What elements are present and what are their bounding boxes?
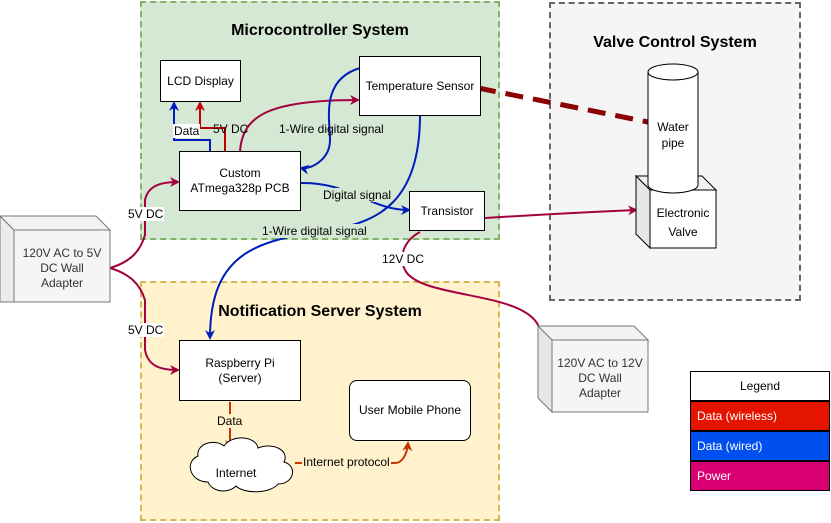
- adapter5-label-line3: Adapter: [40, 276, 84, 290]
- electronic-valve-label-line1: Electronic: [656, 206, 710, 220]
- edge-label-lcd-power: 5V DC: [213, 122, 249, 136]
- pcb-label-line1: Custom: [219, 166, 261, 180]
- adapter5-label-line1: 120V AC to 5V: [22, 246, 102, 260]
- edge-label-5v-bottom: 5V DC: [127, 323, 165, 337]
- valve-control-system-group: Valve Control System: [549, 2, 801, 301]
- water-pipe-label-line2: pipe: [661, 136, 685, 150]
- adapter12-label-line2: DC Wall: [578, 371, 622, 385]
- valve-control-system-title: Valve Control System: [593, 34, 757, 51]
- temperature-sensor-node: Temperature Sensor: [359, 56, 481, 116]
- adapter5-box-shape: [0, 215, 112, 303]
- lcd-display-node: LCD Display: [160, 60, 241, 102]
- internet-label: Internet: [215, 466, 257, 480]
- water-pipe-node: Water pipe: [648, 119, 698, 151]
- temperature-sensor-label: Temperature Sensor: [365, 78, 475, 93]
- legend-item-wired-label: Data (wired): [697, 439, 763, 453]
- electronic-valve-label-line2: Valve: [668, 225, 698, 239]
- water-pipe-label-line1: Water: [657, 120, 689, 134]
- edge-label-lcd-data: Data: [173, 124, 201, 138]
- power-line-pcb-to-lcd: [195, 101, 226, 152]
- pcb-label-line2: ATmega328p PCB: [190, 181, 290, 195]
- water-pipe-shape: [647, 63, 699, 194]
- data-line-pcb-to-lcd: [169, 101, 211, 152]
- raspberry-pi-node: Raspberry Pi (Server): [179, 340, 301, 401]
- user-mobile-phone-node: User Mobile Phone: [349, 380, 471, 441]
- lcd-display-label: LCD Display: [167, 73, 234, 88]
- adapter5-label-line2: DC Wall: [40, 261, 84, 275]
- data-line-internet-to-phone: [295, 441, 413, 464]
- data-line-sensor-to-pcb: [299, 67, 361, 175]
- internet-cloud-shape: [189, 437, 293, 493]
- edge-label-internet-protocol: Internet protocol: [302, 455, 391, 469]
- power-line-transistor-to-valve: [484, 205, 638, 219]
- legend-item-wireless-label: Data (wireless): [697, 409, 778, 423]
- transistor-node: Transistor: [409, 191, 485, 231]
- user-mobile-phone-label: User Mobile Phone: [358, 403, 462, 417]
- edge-label-digital-signal: Digital signal: [322, 188, 393, 202]
- adapter12-box-shape: [536, 324, 650, 414]
- edge-label-5v-top: 5V DC: [127, 207, 165, 221]
- internet-node: Internet: [196, 466, 276, 480]
- edge-label-12v: 12V DC: [381, 252, 426, 266]
- sensor-to-pipe-link: [477, 85, 649, 125]
- power-line-adapter-to-pi: [109, 267, 180, 375]
- legend-title: Legend: [690, 371, 830, 401]
- power-line-adapter12-to-transistor: [401, 231, 541, 331]
- legend-item-wireless: Data (wireless): [690, 401, 830, 431]
- power-line-adapter-to-pcb: [109, 177, 180, 269]
- adapter12-label-line3: Adapter: [578, 386, 622, 400]
- edge-label-onewire-top: 1-Wire digital signal: [279, 122, 384, 136]
- raspberry-pi-label-line2: (Server): [218, 370, 262, 385]
- pcb-node: Custom ATmega328p PCB: [179, 151, 301, 211]
- transistor-label: Transistor: [420, 203, 474, 218]
- edge-label-onewire-bottom: 1-Wire digital signal: [261, 224, 368, 238]
- legend-item-power-label: Power: [697, 469, 732, 483]
- legend-title-label: Legend: [739, 379, 781, 393]
- adapter5-node: 120V AC to 5V DC Wall Adapter: [14, 246, 110, 291]
- microcontroller-system-title: Microcontroller System: [231, 22, 409, 39]
- legend-item-wired: Data (wired): [690, 431, 830, 461]
- electronic-valve-node: Electronic Valve: [650, 204, 716, 242]
- notification-server-system-title: Notification Server System: [218, 303, 422, 320]
- edge-label-pi-data: Data: [216, 414, 244, 428]
- raspberry-pi-label-line1: Raspberry Pi: [205, 355, 275, 370]
- adapter12-label-line1: 120V AC to 12V: [557, 356, 643, 370]
- legend-item-power: Power: [690, 461, 830, 491]
- adapter12-node: 120V AC to 12V DC Wall Adapter: [552, 356, 648, 401]
